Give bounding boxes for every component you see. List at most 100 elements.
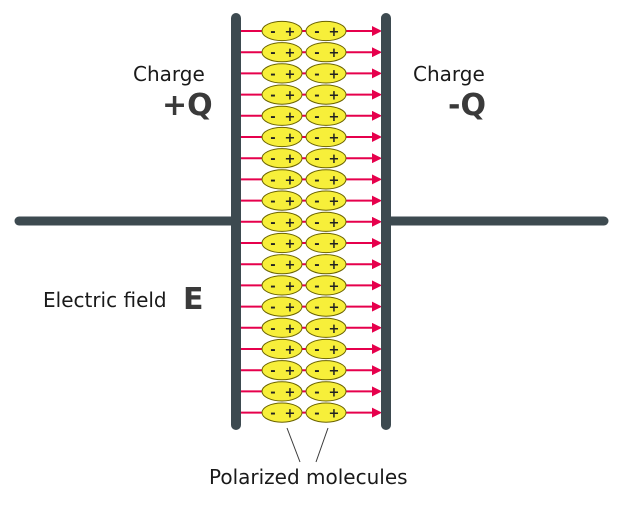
molecule-ellipse [305, 211, 347, 232]
polarized-molecule: -+ [261, 169, 303, 190]
polarized-molecule: -+ [261, 338, 303, 360]
molecule-ellipse [305, 402, 347, 423]
positive-charge-sign: + [329, 322, 340, 337]
polarized-molecule: -+ [261, 190, 303, 211]
polarized-molecule: -+ [261, 63, 303, 84]
polarized-molecule: -+ [305, 20, 347, 42]
positive-charge-sign: + [329, 258, 340, 273]
negative-charge-sign: - [314, 25, 319, 40]
positive-charge-sign: + [285, 343, 296, 358]
positive-charge-sign: + [285, 173, 296, 188]
molecule-ellipse [261, 105, 303, 126]
positive-charge-sign: + [285, 131, 296, 146]
negative-charge-sign: - [270, 258, 275, 273]
molecule-ellipse [261, 317, 303, 338]
negative-charge-sign: - [314, 46, 319, 61]
molecule-ellipse [261, 402, 303, 423]
molecule-ellipse [261, 190, 303, 211]
molecule-ellipse [305, 148, 347, 169]
polarized-molecule: -+ [261, 402, 303, 423]
positive-charge-sign: + [285, 258, 296, 273]
negative-charge-sign: - [314, 173, 319, 188]
negative-charge-sign: - [270, 343, 275, 358]
molecule-ellipse [305, 232, 347, 254]
positive-charge-sign: + [285, 385, 296, 400]
positive-charge-sign: + [285, 67, 296, 82]
polarized-molecule: -+ [305, 381, 347, 402]
molecule-ellipse [261, 338, 303, 360]
molecule-ellipse [305, 338, 347, 360]
positive-charge-sign: + [329, 131, 340, 146]
positive-charge-sign: + [285, 301, 296, 316]
positive-charge-sign: + [329, 195, 340, 210]
negative-charge-sign: - [270, 407, 275, 422]
polarized-molecule: -+ [261, 84, 303, 105]
molecule-ellipse [305, 42, 347, 63]
negative-charge-sign: - [270, 25, 275, 40]
polarized-molecule: -+ [261, 20, 303, 42]
negative-charge-sign: - [270, 364, 275, 379]
molecule-ellipse [261, 148, 303, 169]
negative-charge-sign: - [270, 67, 275, 82]
molecule-ellipse [305, 84, 347, 105]
positive-charge-sign: + [329, 173, 340, 188]
polarized-molecule: -+ [261, 360, 303, 381]
molecule-ellipse [261, 275, 303, 296]
left-charge-symbol: +Q [162, 88, 213, 123]
molecule-ellipse [261, 381, 303, 402]
negative-charge-sign: - [270, 385, 275, 400]
polarized-molecule: -+ [305, 232, 347, 254]
polarized-molecule: -+ [261, 381, 303, 402]
molecule-ellipse [261, 360, 303, 381]
polarized-molecule: -+ [305, 360, 347, 381]
positive-charge-sign: + [329, 110, 340, 125]
negative-charge-sign: - [270, 89, 275, 104]
polarized-molecule: -+ [261, 232, 303, 254]
positive-charge-sign: + [329, 46, 340, 61]
polarized-molecule: -+ [261, 42, 303, 63]
molecule-ellipse [305, 254, 347, 275]
positive-charge-sign: + [329, 279, 340, 294]
negative-charge-sign: - [270, 322, 275, 337]
positive-charge-sign: + [329, 407, 340, 422]
negative-charge-sign: - [314, 216, 319, 231]
negative-charge-sign: - [314, 195, 319, 210]
positive-charge-sign: + [329, 67, 340, 82]
polarized-molecule: -+ [305, 317, 347, 338]
positive-charge-sign: + [285, 46, 296, 61]
molecule-ellipse [261, 63, 303, 84]
positive-charge-sign: + [329, 89, 340, 104]
polarized-molecule: -+ [305, 211, 347, 232]
molecule-ellipse [305, 169, 347, 190]
negative-charge-sign: - [270, 110, 275, 125]
polarized-molecule: -+ [305, 148, 347, 169]
negative-charge-sign: - [270, 237, 275, 252]
molecule-ellipse [305, 20, 347, 42]
polarized-molecule: -+ [305, 84, 347, 105]
positive-charge-sign: + [285, 237, 296, 252]
positive-charge-sign: + [285, 407, 296, 422]
negative-charge-sign: - [314, 301, 319, 316]
positive-charge-sign: + [285, 152, 296, 167]
positive-charge-sign: + [285, 216, 296, 231]
negative-charge-sign: - [270, 46, 275, 61]
molecule-ellipse [261, 211, 303, 232]
negative-charge-sign: - [314, 258, 319, 273]
molecule-ellipse [261, 296, 303, 317]
molecule-ellipse [261, 20, 303, 42]
negative-charge-sign: - [314, 131, 319, 146]
negative-charge-sign: - [314, 322, 319, 337]
negative-charge-sign: - [314, 67, 319, 82]
positive-charge-sign: + [329, 237, 340, 252]
polarized-molecule: -+ [305, 296, 347, 317]
negative-charge-sign: - [270, 131, 275, 146]
molecule-ellipse [305, 317, 347, 338]
molecule-ellipse [261, 126, 303, 148]
molecule-ellipse [305, 360, 347, 381]
molecule-ellipse [305, 296, 347, 317]
positive-charge-sign: + [285, 279, 296, 294]
positive-charge-sign: + [329, 301, 340, 316]
polarized-molecule: -+ [261, 317, 303, 338]
positive-charge-sign: + [329, 364, 340, 379]
